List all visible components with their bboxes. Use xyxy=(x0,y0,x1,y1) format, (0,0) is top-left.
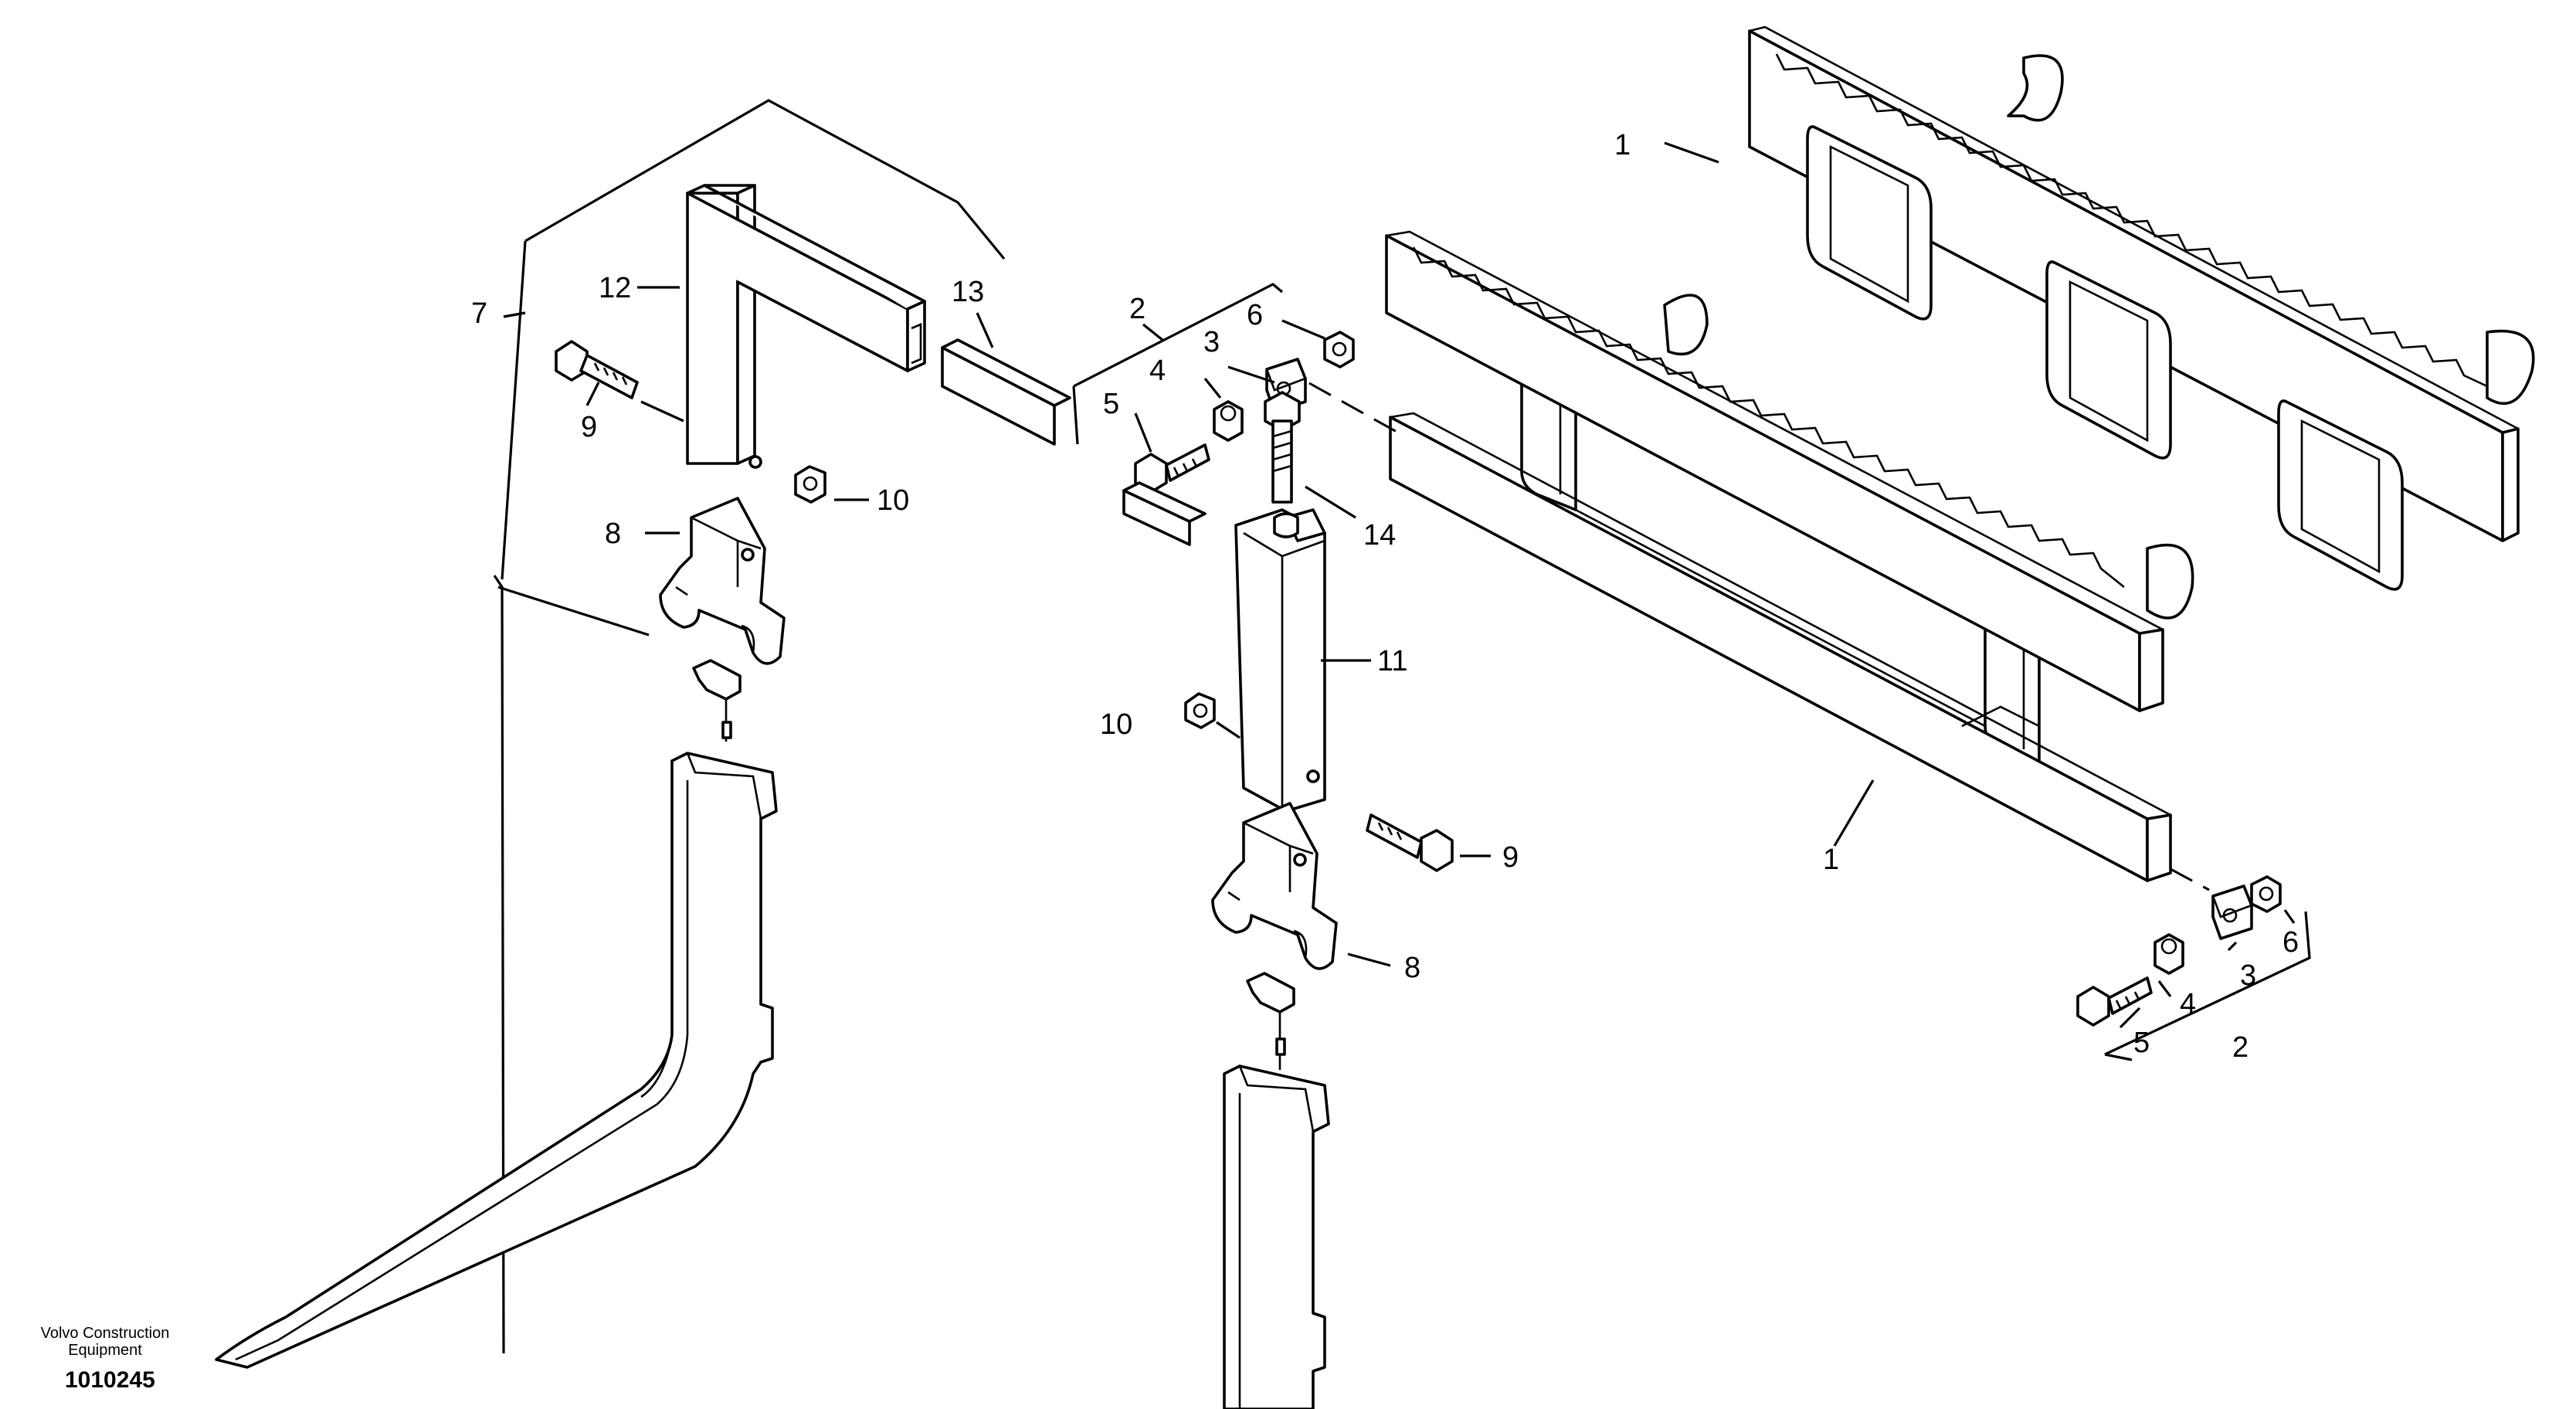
brand-line-1: Volvo Construction xyxy=(40,1325,170,1342)
center-fork-carrier-assembly xyxy=(1072,283,1454,1409)
callout-1-rear-frame: 1 xyxy=(1614,129,1631,161)
callout-2-right: 2 xyxy=(2232,1031,2248,1064)
alignment-lines xyxy=(1308,382,2210,891)
callout-11-tube: 11 xyxy=(1377,645,1407,677)
left-fork-carrier-assembly xyxy=(215,99,1071,1369)
brand-line-2: Equipment xyxy=(68,1342,142,1359)
brand-caption: Volvo Construction Equipment xyxy=(28,1325,182,1359)
callout-5-right: 5 xyxy=(2133,1027,2150,1059)
callout-9-left: 9 xyxy=(581,411,597,443)
callout-5-center: 5 xyxy=(1103,388,1119,420)
front-frame-bar xyxy=(1385,230,2194,882)
callout-4-center: 4 xyxy=(1149,355,1166,387)
callout-10-left: 10 xyxy=(877,484,909,517)
callout-9-center: 9 xyxy=(1502,841,1519,874)
callout-7-assembly: 7 xyxy=(471,297,487,330)
callout-6-right: 6 xyxy=(2282,926,2299,959)
callout-8-left: 8 xyxy=(605,518,621,550)
callout-6-center: 6 xyxy=(1247,299,1263,331)
callout-13-spacer: 13 xyxy=(952,276,984,308)
figure-number: 1010245 xyxy=(65,1367,155,1393)
callout-2-center: 2 xyxy=(1129,293,1145,325)
callout-10-center: 10 xyxy=(1100,708,1132,741)
callout-1-front-bar: 1 xyxy=(1823,844,1839,876)
callout-3-right: 3 xyxy=(2240,959,2256,992)
callout-labels: 1 1 2 2 3 3 4 4 5 5 6 6 7 8 8 9 9 10 10 … xyxy=(471,129,2299,1064)
callout-3-center: 3 xyxy=(1203,326,1220,358)
callout-4-right: 4 xyxy=(2180,988,2196,1020)
right-hardware-assembly xyxy=(2076,875,2311,1061)
leader-lines xyxy=(503,141,2296,1029)
callout-14-bolt: 14 xyxy=(1363,519,1396,552)
callout-12-bracket: 12 xyxy=(599,272,631,304)
rear-frame-plate xyxy=(1748,25,2535,591)
callout-8-center: 8 xyxy=(1404,952,1420,984)
